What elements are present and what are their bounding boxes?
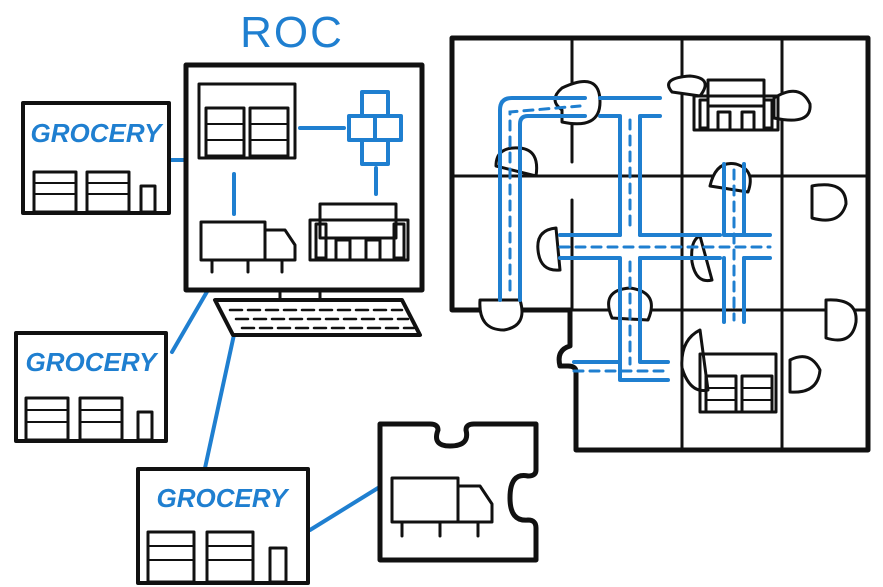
grocery-store-icon: GROCERY	[138, 469, 308, 583]
grocery-label-2: GROCERY	[26, 347, 160, 377]
computer-monitor-icon	[186, 65, 422, 306]
grocery-store-icon: GROCERY	[23, 103, 169, 213]
diagram-title: ROC	[240, 8, 344, 57]
grocery-label-1: GROCERY	[31, 118, 165, 148]
keyboard-icon	[215, 300, 420, 335]
puzzle-piece-icon	[380, 424, 536, 560]
puzzle-board	[452, 38, 868, 450]
grocery-store-icon: GROCERY	[16, 333, 166, 441]
grocery-label-3: GROCERY	[157, 483, 291, 513]
